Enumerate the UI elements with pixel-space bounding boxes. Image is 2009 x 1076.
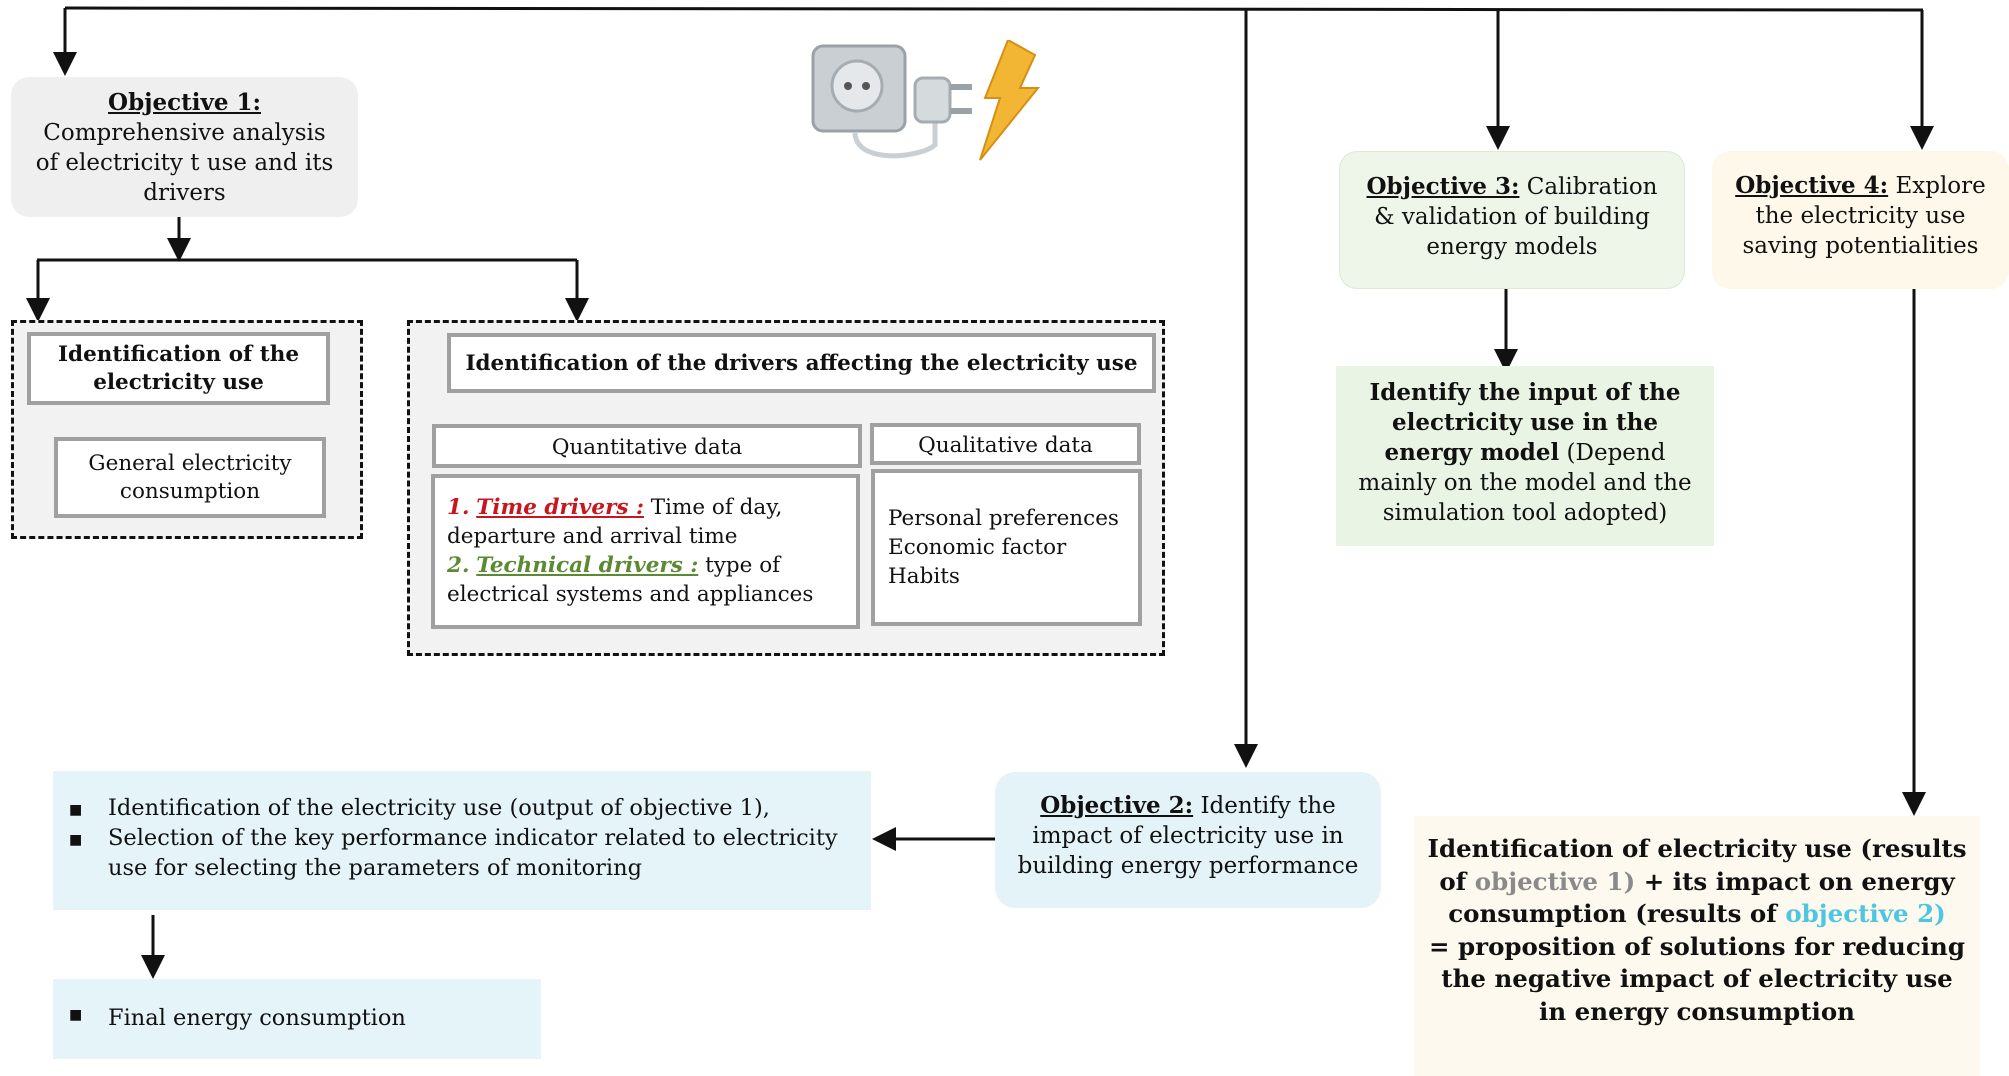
drivers-title-box: Identification of the drivers affecting … — [447, 333, 1156, 393]
technical-drivers-item: 2. Technical drivers : type of electrica… — [447, 551, 856, 609]
objective3-title: Objective 3: — [1366, 173, 1520, 200]
lightning-bolt-icon — [979, 40, 1041, 161]
objective4-title: Objective 4: — [1735, 172, 1889, 199]
quantitative-drivers-box: 1. Time drivers : Time of day, departure… — [431, 474, 860, 629]
list-item: ■ Selection of the key performance indic… — [53, 823, 848, 883]
result-objective2-ref: objective 2) — [1785, 899, 1946, 928]
objective3-text: Calibration & validation of building ene… — [1374, 174, 1658, 260]
general-consumption-text: General electricity consumption — [88, 451, 292, 504]
model-input-box: Identify the input of the electricity us… — [1336, 366, 1714, 546]
result-text-part1: Identification of electricity use (resul… — [1427, 834, 1967, 896]
list-item: ■ Identification of the electricity use … — [53, 793, 848, 823]
final-consumption-text: Final energy consumption — [108, 1005, 406, 1031]
list-item: ■ Final energy consumption — [53, 1005, 541, 1031]
identification-use-box: Identification of the electricity use — [27, 332, 330, 405]
objective2-text: Identify the impact of electricity use i… — [1017, 793, 1359, 879]
bullet-icon: ■ — [69, 802, 83, 818]
objective2-title: Objective 2: — [1040, 792, 1194, 819]
time-drivers-number: 1. — [447, 495, 470, 520]
objective4-text: Explore the electricity use saving poten… — [1742, 173, 1986, 259]
time-drivers-text: Time of day, departure and arrival time — [447, 495, 783, 549]
qualitative-header-box: Qualitative data — [870, 423, 1141, 465]
qualitative-item: Economic factor — [888, 535, 1067, 560]
technical-drivers-label: Technical drivers : — [476, 553, 699, 578]
qualitative-header: Qualitative data — [918, 433, 1093, 458]
identification-use-title: Identification of the electricity use — [57, 342, 300, 395]
list-item-text: Identification of the electricity use (o… — [108, 795, 770, 821]
quantitative-header: Quantitative data — [551, 435, 743, 460]
final-consumption-box: ■ Final energy consumption — [53, 979, 541, 1059]
qualitative-drivers-box: Personal preferences Economic factor Hab… — [871, 469, 1142, 626]
objective4-box: Objective 4: Explore the electricity use… — [1712, 151, 2009, 289]
electricity-icons — [810, 40, 1050, 165]
plug-icon — [852, 76, 972, 159]
qualitative-item: Habits — [888, 564, 960, 589]
drivers-title: Identification of the drivers affecting … — [465, 351, 1138, 376]
model-input-bold: Identify the input of the electricity us… — [1369, 379, 1681, 466]
bullet-icon: ■ — [69, 1007, 83, 1023]
result-text-part3: = proposition of solutions for reducing … — [1428, 931, 1965, 1026]
result-box: Identification of electricity use (resul… — [1414, 816, 1980, 1076]
result-objective1-ref: objective 1) — [1474, 866, 1636, 896]
time-drivers-item: 1. Time drivers : Time of day, departure… — [447, 493, 856, 551]
objective1-title: Objective 1: — [108, 89, 261, 116]
objective3-box: Objective 3: Calibration & validation of… — [1339, 151, 1685, 289]
technical-drivers-text: type of electrical systems and appliance… — [447, 553, 814, 607]
model-input-text: (Depend mainly on the model and the simu… — [1358, 440, 1692, 526]
qualitative-item: Personal preferences — [888, 506, 1119, 531]
list-item-text: Selection of the key performance indicat… — [108, 825, 838, 881]
time-drivers-label: Time drivers : — [476, 495, 644, 520]
general-consumption-box: General electricity consumption — [54, 437, 326, 518]
objective1-text: Comprehensive analysis of electricity t … — [35, 120, 334, 206]
objective2-box: Objective 2: Identify the impact of elec… — [995, 772, 1381, 908]
technical-drivers-number: 2. — [447, 553, 470, 578]
power-socket-icon — [811, 44, 907, 133]
result-text-part2: + its impact on energy consumption (resu… — [1448, 866, 1955, 929]
bullet-icon: ■ — [69, 832, 83, 848]
monitoring-box: ■ Identification of the electricity use … — [53, 771, 871, 910]
quantitative-header-box: Quantitative data — [432, 424, 862, 468]
top-connector-line — [64, 6, 1924, 12]
objective1-box: Objective 1: Comprehensive analysis of e… — [11, 77, 358, 217]
